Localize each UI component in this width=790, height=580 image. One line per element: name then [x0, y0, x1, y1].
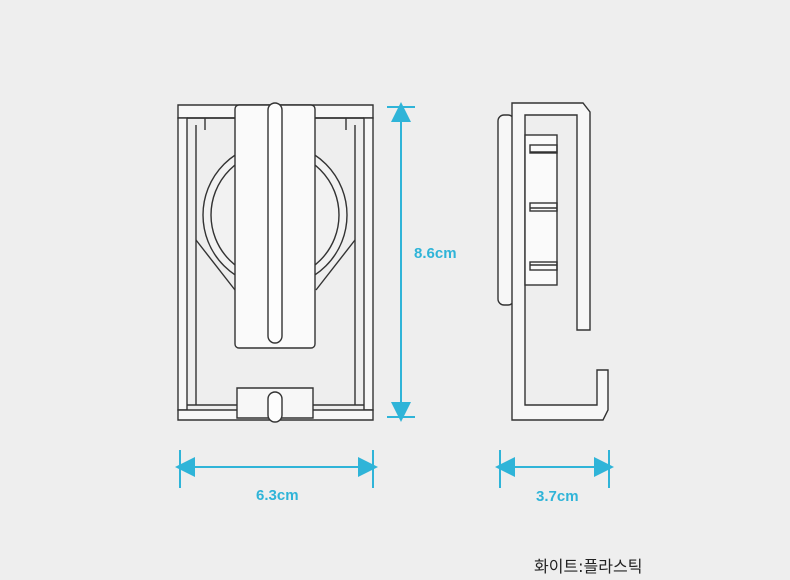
- width-label: 6.3cm: [256, 487, 299, 504]
- depth-dimension: [495, 450, 614, 488]
- material-caption: 화이트:플라스틱: [534, 557, 643, 576]
- width-dimension: [175, 450, 378, 488]
- front-view-holder: [177, 102, 374, 423]
- height-dimension: [387, 102, 415, 422]
- side-view-holder: [497, 102, 609, 421]
- height-label: 8.6cm: [414, 245, 457, 262]
- depth-label: 3.7cm: [536, 488, 579, 505]
